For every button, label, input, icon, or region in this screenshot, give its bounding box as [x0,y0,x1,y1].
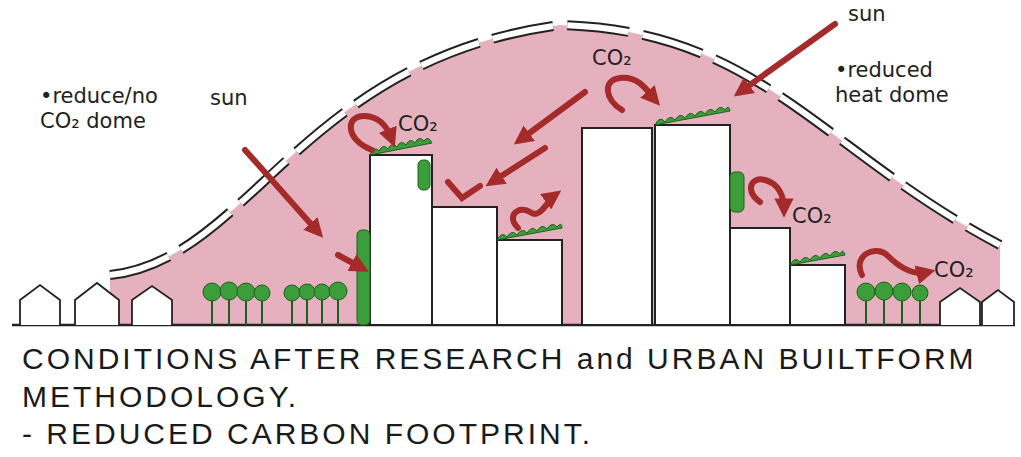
co2-arrow [351,116,392,150]
house [132,286,172,325]
annotation: CO₂ [398,112,438,137]
sun-arrow [520,92,585,140]
buildings [370,125,845,325]
co2-arrow [860,251,928,275]
building [497,240,562,325]
dome-band-inner [110,25,1000,275]
sun-arrow [245,150,318,232]
annotation: CO₂ [592,46,632,71]
sun-arrow [338,255,362,268]
sun-arrow [740,24,835,92]
green-wall [418,160,430,190]
co2-arrow [513,195,555,228]
co2-arrows [351,78,928,275]
annotation: CO₂ [792,204,832,229]
annotation: sun [848,2,886,27]
annotation: sun [210,86,248,111]
house [75,283,119,325]
caption-note: - REDUCED CARBON FOOTPRINT. [22,415,1012,453]
caption: CONDITIONS AFTER RESEARCH and URBAN BUIL… [22,340,1012,416]
sun-arrow [448,182,480,198]
dome-band [110,25,1000,275]
sun-arrow [492,148,545,182]
building [370,155,432,325]
annotation: CO₂ [934,258,974,283]
green-wall [730,172,744,212]
house [982,290,1014,325]
green-roof [497,224,562,240]
house [20,285,60,325]
green-roof [655,107,730,125]
building [655,125,730,325]
green-roof [370,138,432,155]
trees [203,282,928,325]
green-roof [790,251,845,265]
annotation: •reduce/no CO₂ dome [40,84,165,134]
building [790,265,845,325]
house [940,288,980,325]
sun-arrows [245,24,835,268]
green-roofs [357,107,845,325]
building [730,228,790,325]
annotation: •reduced heat dome [835,58,970,108]
dome-fill [110,25,1000,325]
building [432,207,497,325]
green-wall [357,230,370,325]
co2-arrow [608,78,655,110]
building [582,128,652,325]
co2-arrow [751,179,784,210]
